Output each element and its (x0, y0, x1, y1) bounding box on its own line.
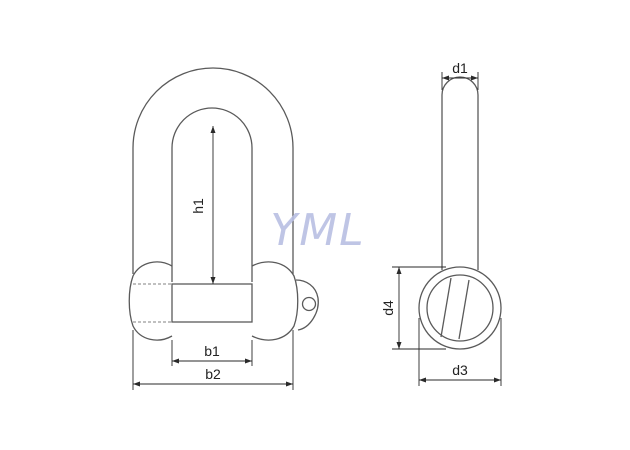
d1-label: d1 (452, 60, 468, 76)
side-dimensions (392, 72, 502, 386)
h1-label: h1 (190, 198, 206, 214)
d4-label: d4 (380, 300, 396, 316)
side-eye-outer (418, 266, 502, 350)
pin-head (295, 279, 319, 331)
yml-watermark: YML (270, 205, 365, 256)
shackle-pin (171, 283, 253, 323)
pin-eye-hole (301, 296, 317, 312)
right-eye (251, 261, 299, 341)
shackle-bow-inner (171, 107, 253, 282)
d3-label: d3 (452, 362, 468, 378)
shackle-bow-outer (132, 67, 294, 274)
b2-label: b2 (205, 366, 221, 382)
left-eye (128, 261, 173, 341)
side-view (418, 76, 502, 350)
front-dimensions (132, 126, 294, 390)
side-eye-inner (426, 274, 494, 342)
b1-label: b1 (204, 343, 220, 359)
front-view (128, 67, 319, 341)
side-bow-stem (441, 76, 479, 270)
